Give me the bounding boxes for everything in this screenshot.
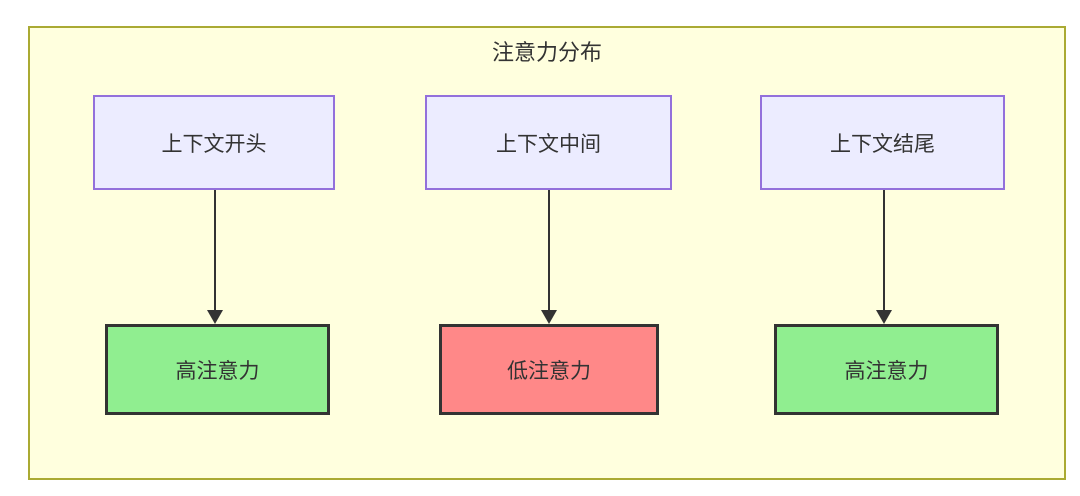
arrow-end-to-high <box>876 190 892 324</box>
node-context-end-label: 上下文结尾 <box>830 132 935 156</box>
node-low-attention-label: 低注意力 <box>507 359 591 383</box>
diagram-title: 注意力分布 <box>491 40 602 65</box>
node-high-attention-1-label: 高注意力 <box>175 359 260 383</box>
node-context-start: 上下文开头 <box>93 95 335 190</box>
attention-distribution-container: 注意力分布 上下文开头 高注意力 上下文中间 低注意力 上下文结尾 <box>28 26 1066 480</box>
node-context-end: 上下文结尾 <box>760 95 1005 190</box>
node-context-middle: 上下文中间 <box>425 95 672 190</box>
arrow-middle-to-low <box>541 190 557 324</box>
node-context-middle-label: 上下文中间 <box>496 132 601 156</box>
node-high-attention-2: 高注意力 <box>774 324 999 415</box>
node-high-attention-1: 高注意力 <box>105 324 330 415</box>
node-high-attention-2-label: 高注意力 <box>844 359 929 383</box>
arrow-start-to-high <box>207 190 223 324</box>
node-context-start-label: 上下文开头 <box>161 132 267 156</box>
node-low-attention: 低注意力 <box>439 324 659 415</box>
